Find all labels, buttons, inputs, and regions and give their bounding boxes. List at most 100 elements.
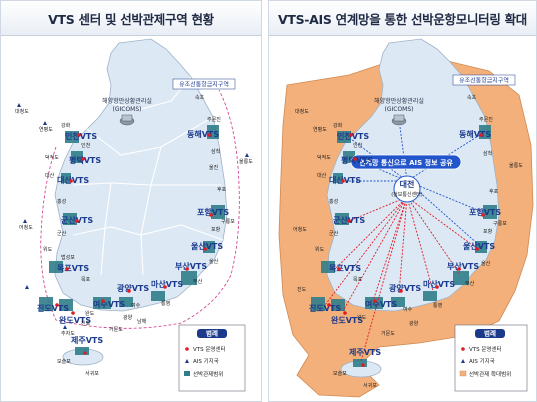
ais-label: 통영 [433,302,442,309]
right-legend-item: VTS 운영센터 [469,345,502,353]
left-title-bar: VTS 센터 및 선박관제구역 현황 [1,1,261,36]
left-vts-labels: 인천VTS 평택VTS 대산VTS 군산VTS 목포VTS 진도VTS 완도VT… [37,129,229,345]
right-gicoms-center: 해양항만상황관리실 (GICOMS) [374,97,424,126]
right-vts-label: 동해VTS [459,129,491,139]
ais-marker: 울릉도 [239,153,253,165]
ais-label: 완도 [357,314,367,321]
left-zone-label-box [172,78,236,90]
right-zone-label-box [452,74,516,86]
right-vts-label: 완도VTS [331,315,363,325]
expanded-area-icon [459,370,467,377]
ais-label: 위도 [43,246,53,253]
control-area-icon [184,371,190,376]
ais-label: 울진 [209,164,219,171]
ais-label: 포항 [211,226,221,233]
ais-label: 여수 [403,306,413,313]
ais-label: 남해 [137,318,147,325]
ais-station-icon [185,359,189,363]
vts-center-icon [185,347,189,351]
right-vts-label: 여수VTS [365,299,397,309]
ais-label: 인천 [353,142,363,149]
right-ais-stations: 대청도 연평도 강화 인천 덕적도 대산 홍성 어청도 군산 위도 목포 진도 … [293,94,523,389]
left-legend-item: AIS 기지국 [193,357,219,365]
ais-label: 서귀포 [85,370,99,377]
svg-text:대청도: 대청도 [15,108,29,115]
ais-label: 서귀포 [363,382,377,389]
left-land-mainland [54,38,228,312]
left-center-name: 해양항만상황관리실 [102,97,152,105]
right-legend: 범례 VTS 운영센터 AIS 기지국 선박관제 확대범위 [454,324,528,392]
left-vts-label: 마산VTS [151,279,183,289]
ais-label: 울산 [209,258,219,265]
ais-label: 목포 [353,277,363,283]
ais-label: 법성포 [61,254,75,261]
right-vts-label: 평택VTS [341,155,373,165]
right-land-mainland [326,38,500,312]
right-legend-item: 선박관제 확대범위 [469,370,511,378]
left-center-code: (GICOMS) [113,106,142,113]
ais-label: 대청도 [295,108,309,115]
right-vts-label: 진도VTS [309,303,341,313]
ais-marker: 어청도 [19,219,33,231]
left-vts-label: 광양VTS [117,283,149,293]
ais-label: 덕적도 [317,154,331,161]
svg-text:어청도: 어청도 [19,224,33,231]
left-control-zones [39,125,225,355]
right-panel: VTS-AIS 연계망을 통한 선박운항모니터링 확대 [268,0,537,402]
ais-label: 완도 [85,310,95,317]
ais-label: 어청도 [293,226,307,233]
ais-label: 홍성 [57,198,66,205]
ais-label: 거문도 [381,330,395,337]
right-vts-label: 마산VTS [423,279,455,289]
right-legend-item: AIS 기지국 [469,357,495,365]
right-control-zones [311,125,497,367]
svg-text:울릉도: 울릉도 [239,159,253,165]
right-vts-label: 광양VTS [389,283,421,293]
right-hub-subtitle: (정보통신센터) [391,191,423,198]
left-province-lines [72,76,224,276]
ais-label: 덕적도 [45,154,59,161]
vts-center-icon [461,347,465,351]
ais-label: 대산 [45,172,55,179]
left-vts-label: 제주VTS [71,335,103,345]
right-vts-label: 인천VTS [337,131,369,141]
ais-label: 삼척 [483,150,492,157]
right-hub-name: 대전 [400,179,415,189]
left-vts-dots [55,133,213,315]
right-daejeon-hub: 대전 (정보통신센터) [391,175,423,203]
right-title-bar: VTS-AIS 연계망을 통한 선박운항모니터링 확대 [269,1,536,36]
ais-label: 진도 [81,320,91,327]
ais-label: 모슬포 [57,358,71,365]
ais-label: 속초 [195,94,205,101]
ais-marker: 대청도 [15,103,29,115]
left-gicoms-center: 해양항만상황관리실 (GICOMS) [102,97,152,126]
right-vts-label: 대산VTS [329,175,361,185]
left-ais-stations: 대청도 연평도 강화 인천 덕적도 대산 홍성 어청도 군산 위도 법성포 목포… [15,94,253,377]
ais-label: 위도 [315,246,325,253]
right-vts-label: 목포VTS [329,264,361,273]
ais-marker: 추자도 [61,325,75,337]
left-legend-item: VTS 운영센터 [193,345,226,353]
left-panel: VTS 센터 및 선박관제구역 현황 [0,0,262,402]
ais-station-icon [461,359,465,363]
left-vts-label: 대산VTS [57,175,89,185]
left-vts-label: 여수VTS [93,299,125,309]
right-red-network-links [324,196,476,362]
ais-label: 구룡포 [221,219,235,225]
ais-marker [25,285,29,289]
ais-label: 속초 [467,94,477,101]
right-vts-dots [327,133,485,367]
ais-label: 구룡포 [493,221,507,227]
ais-label: 목포 [81,277,91,283]
ais-label: 포항 [483,228,493,235]
left-vts-label: 완도VTS [59,315,91,325]
right-vts-label: 제주VTS [349,347,381,357]
ais-label: 광양 [123,314,133,321]
right-map: 해양항만상황관리실 (GICOMS) 유조선통항금지구역 [278,38,534,398]
ais-label: 군산 [329,230,339,237]
ais-label: 모슬포 [333,370,347,377]
ais-label: 통영 [161,300,170,307]
left-vts-label: 포항VTS [197,207,229,217]
left-legend: 범례 VTS 운영센터 AIS 기지국 선박관제범위 [178,324,246,392]
right-center-code: (GICOMS) [385,106,414,113]
